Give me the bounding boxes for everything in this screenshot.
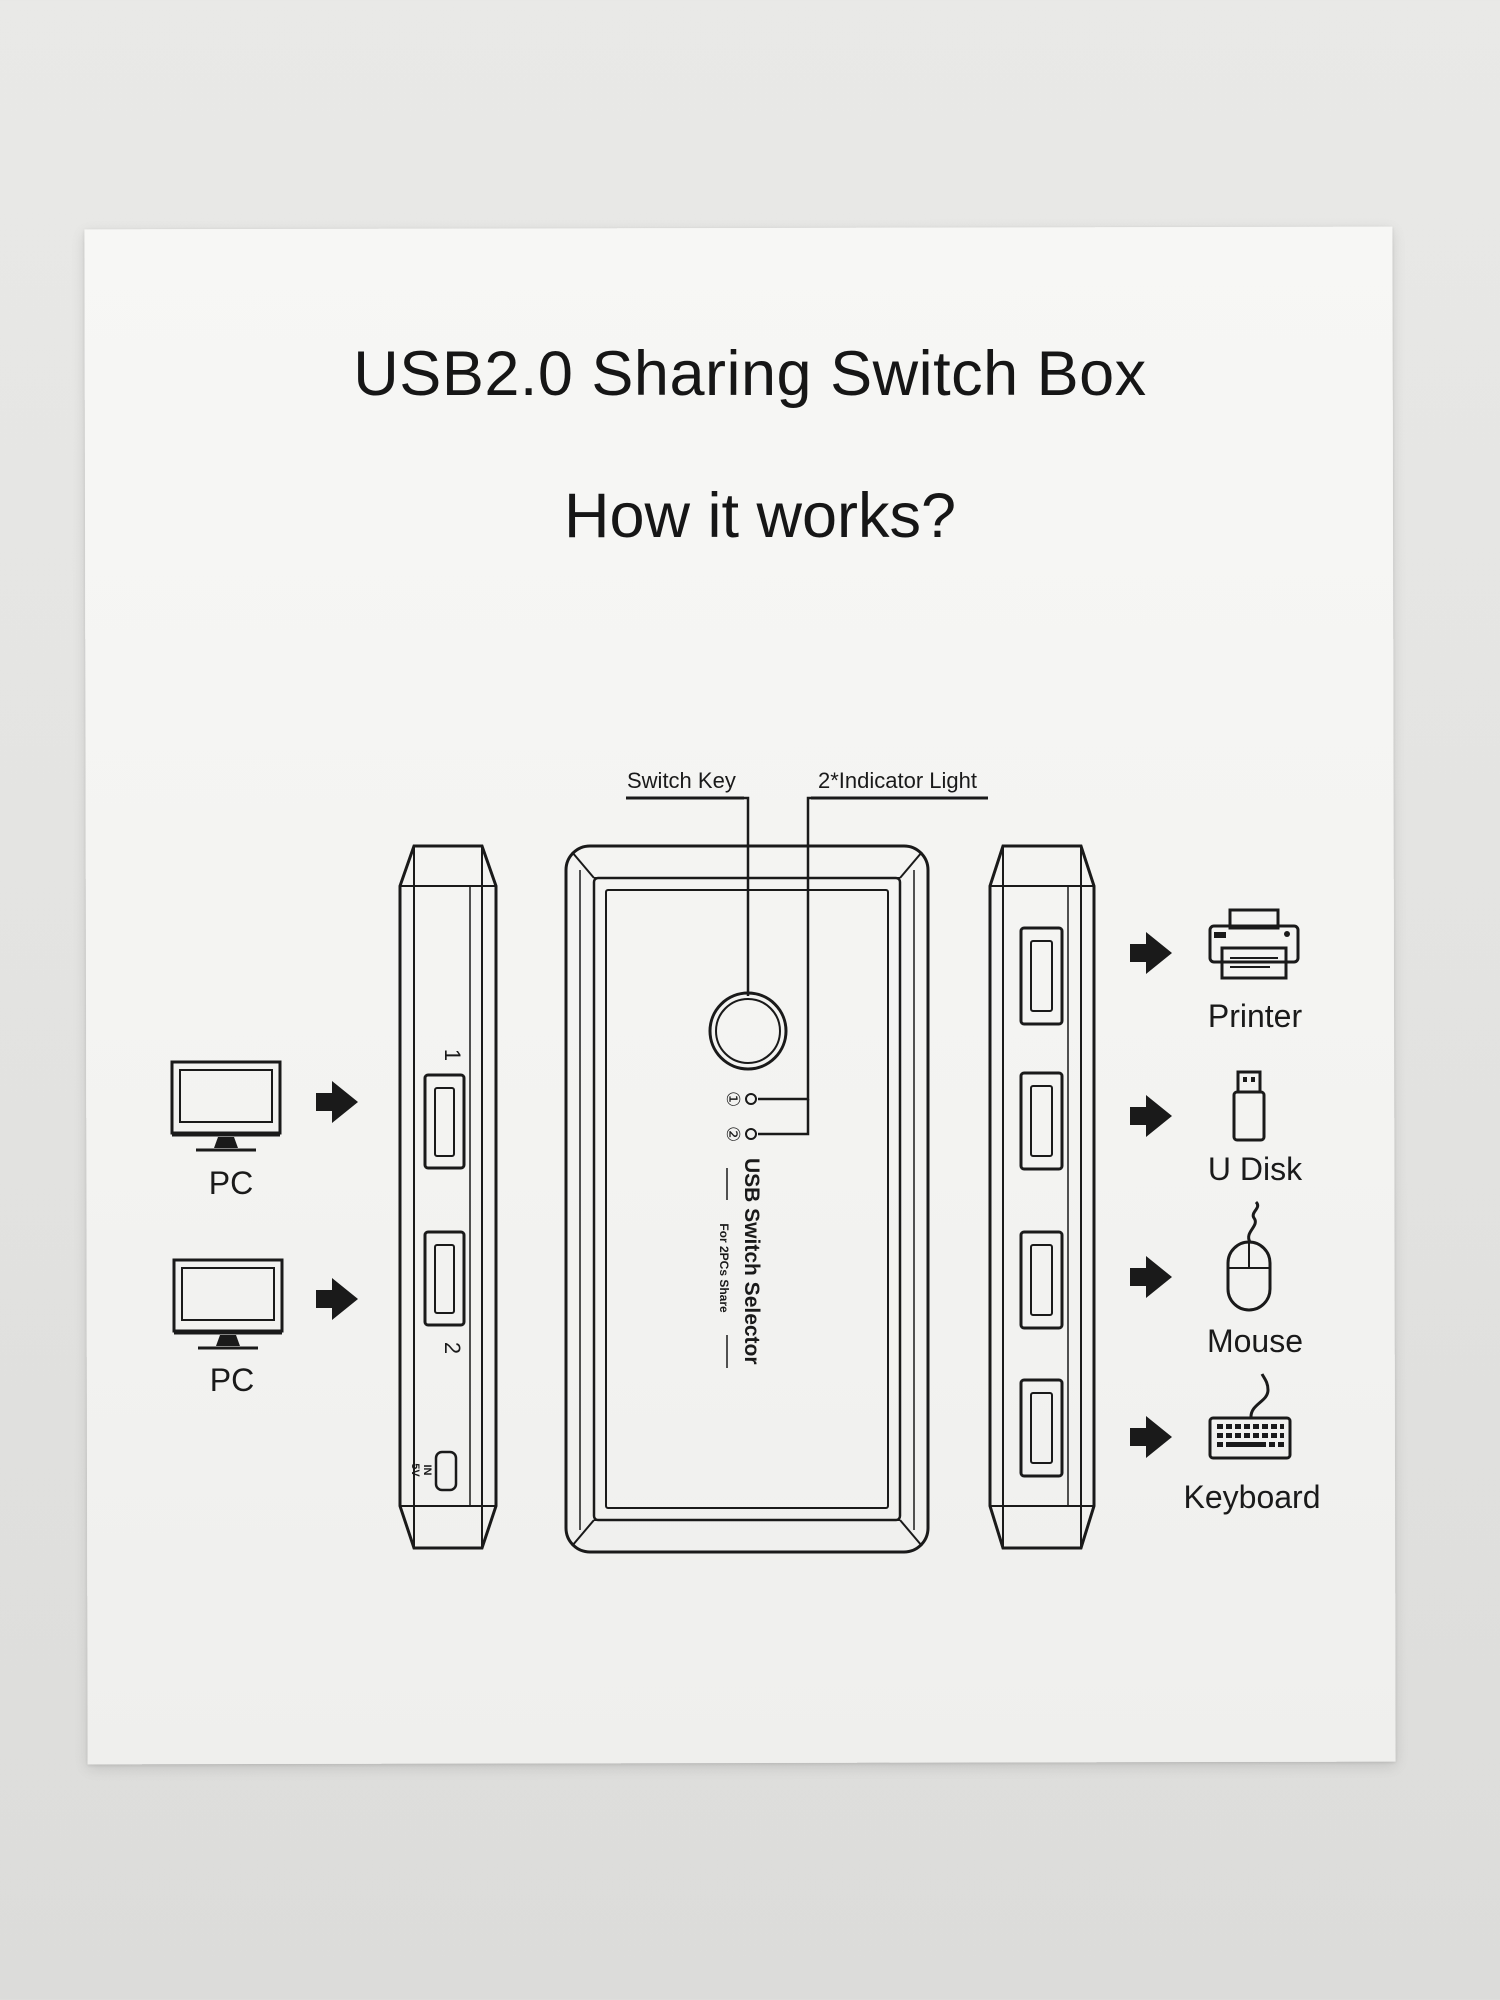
arrow-right-icon: [316, 1081, 358, 1123]
indicator-2-mark: ②: [723, 1126, 743, 1142]
usb-stick-icon: [1232, 1070, 1266, 1142]
input-port-1: [423, 1073, 466, 1170]
switch-key-leader: [744, 796, 750, 996]
indicator-leader-2: [758, 1099, 810, 1136]
input-port-2-number: 2: [440, 1342, 465, 1354]
power-port: [434, 1450, 458, 1492]
page-subtitle: How it works?: [563, 481, 957, 551]
mouse-icon: [1226, 1200, 1272, 1312]
right-side-view: [988, 844, 1096, 1550]
indicator-light-1: [745, 1093, 757, 1105]
printer-icon: [1208, 908, 1300, 980]
top-view-panel: [564, 844, 930, 1554]
switch-key-button: [708, 991, 788, 1071]
output-label-printer: Printer: [1208, 998, 1303, 1034]
input-port-1-number: 1: [440, 1049, 465, 1061]
left-side-view: [398, 844, 498, 1550]
output-label-mouse: Mouse: [1207, 1323, 1303, 1359]
arrow-right-icon: [1130, 1256, 1172, 1298]
power-port-label-5v: 5V: [409, 1463, 421, 1477]
output-port-2: [1019, 1071, 1064, 1171]
indicator-1-mark: ①: [723, 1091, 743, 1107]
indicator-light-callout: 2*Indicator Light: [818, 768, 977, 793]
output-port-1: [1019, 926, 1064, 1026]
power-port-label-in: IN: [421, 1465, 433, 1476]
keyboard-icon: [1208, 1373, 1292, 1460]
product-name: USB Switch Selector: [740, 1158, 763, 1365]
switch-key-callout: Switch Key: [627, 768, 736, 793]
input-label-pc-1: PC: [209, 1165, 253, 1201]
output-label-keyboard: Keyboard: [1184, 1479, 1321, 1515]
input-label-pc-2: PC: [210, 1362, 254, 1398]
output-port-3: [1019, 1230, 1064, 1330]
arrow-right-icon: [1130, 1416, 1172, 1458]
arrow-right-icon: [1130, 1095, 1172, 1137]
monitor-icon: [172, 1258, 284, 1350]
monitor-icon: [170, 1060, 282, 1152]
output-port-4: [1019, 1378, 1064, 1478]
indicator-light-2: [745, 1128, 757, 1140]
arrow-right-icon: [316, 1278, 358, 1320]
product-tagline: For 2PCs Share: [717, 1223, 731, 1313]
indicator-leader-1: [758, 796, 811, 1101]
page-title: USB2.0 Sharing Switch Box: [353, 339, 1147, 409]
arrow-right-icon: [1130, 932, 1172, 974]
input-port-2: [423, 1230, 466, 1327]
output-label-udisk: U Disk: [1208, 1151, 1303, 1187]
